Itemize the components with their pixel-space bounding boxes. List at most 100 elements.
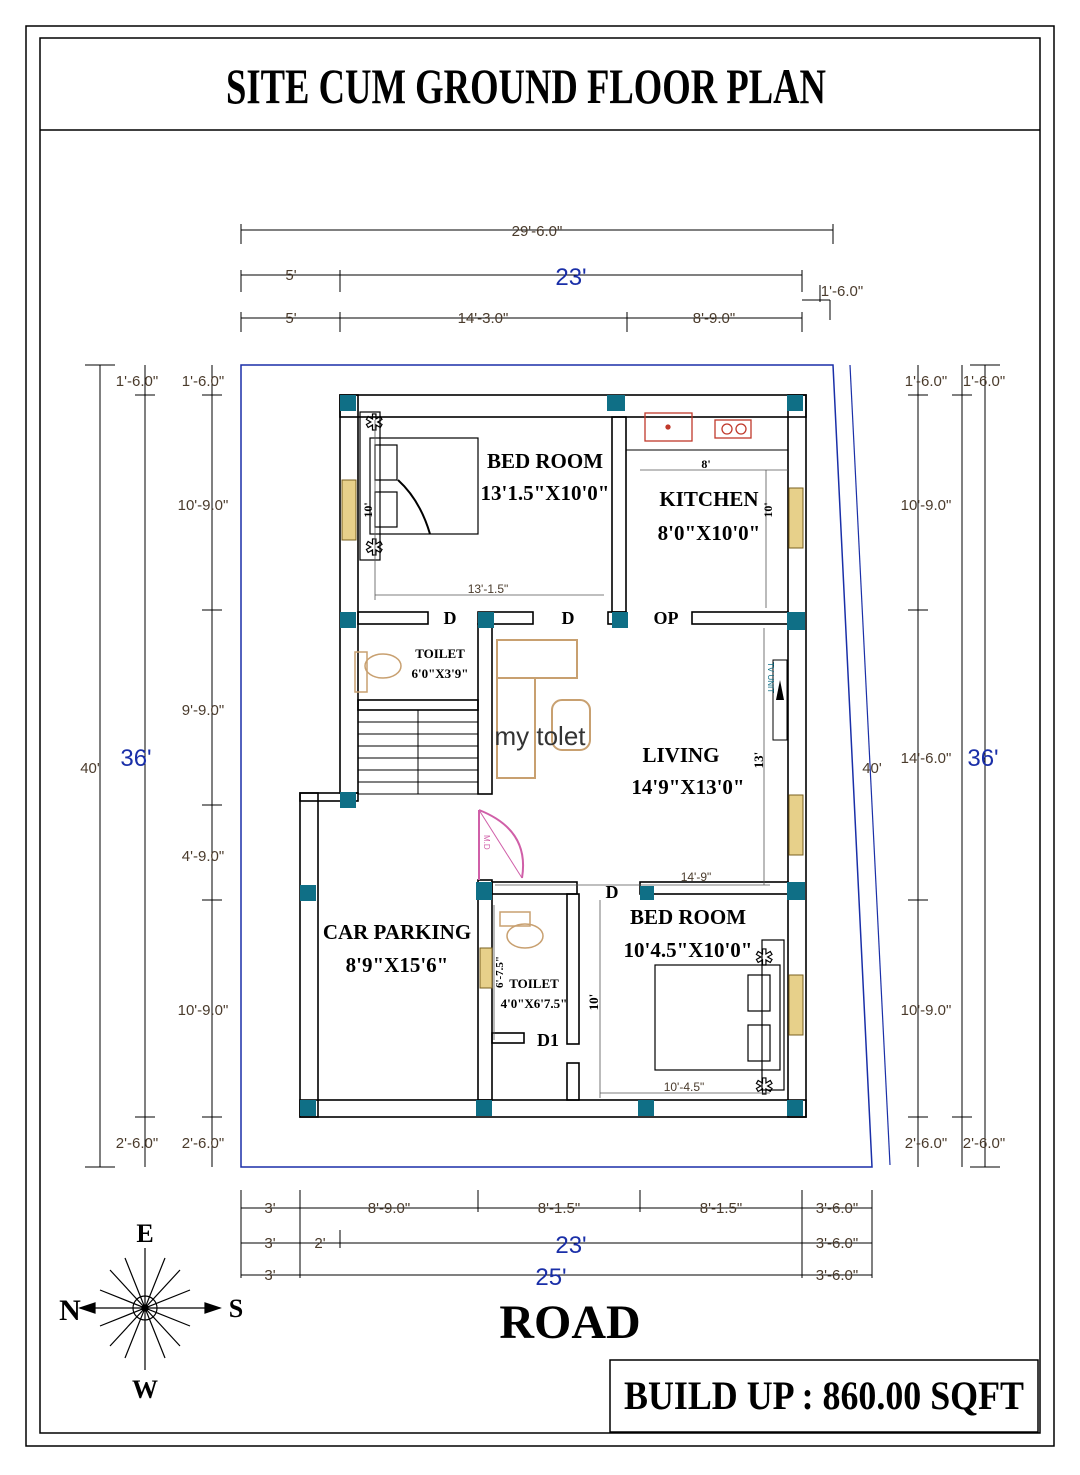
bed1-size: 13'1.5"X10'0" xyxy=(481,481,610,505)
dim-left-b-3: 4'-9.0" xyxy=(182,848,224,865)
column xyxy=(300,1100,316,1116)
page-title: SITE CUM GROUND FLOOR PLAN xyxy=(226,58,826,114)
parking-size: 8'9"X15'6" xyxy=(346,953,449,977)
dim-top-r3-b: 14'-3.0" xyxy=(458,310,509,327)
inner-dim: 10' xyxy=(586,994,601,1011)
kitchen-size: 8'0"X10'0" xyxy=(658,521,761,545)
dim-bot-r3-b: 25' xyxy=(535,1264,566,1291)
window xyxy=(788,794,804,856)
road-label: ROAD xyxy=(499,1296,640,1349)
dim-bot-r1-c: 8'-1.5" xyxy=(538,1200,580,1217)
toilet-1-fixture xyxy=(354,651,402,693)
svg-text:✱: ✱ xyxy=(755,1074,773,1099)
dim-left-b-1: 10'-9.0" xyxy=(178,497,229,514)
window xyxy=(341,479,357,541)
dim-left-a-1: 2'-6.0" xyxy=(116,1135,158,1152)
build-up-text: BUILD UP : 860.00 SQFT xyxy=(624,1373,1024,1418)
dim-right-b-0: 1'-6.0" xyxy=(963,373,1005,390)
compass-n: N xyxy=(59,1294,81,1327)
dim-top-r3-a: 5' xyxy=(285,310,296,327)
inner-frame xyxy=(39,37,1041,1434)
top-dimension-lines xyxy=(240,224,834,332)
living-name: LIVING xyxy=(642,743,719,767)
dim-bot-r2-d: 3'-6.0" xyxy=(816,1235,858,1252)
dim-left-outer: 40' xyxy=(80,760,100,777)
toilet1-size: 6'0"X3'9" xyxy=(411,666,468,681)
svg-text:✱: ✱ xyxy=(755,945,773,970)
watermark: my tolet xyxy=(494,721,586,751)
bottom-dimension-lines xyxy=(240,1190,873,1278)
door-label: D xyxy=(562,608,575,628)
column xyxy=(340,612,356,628)
dim-top-r2-c: 1'-6.0" xyxy=(821,283,863,300)
column xyxy=(640,886,654,900)
dim-top-r3-c: 8'-9.0" xyxy=(693,310,735,327)
inner-dim: 8' xyxy=(701,457,710,471)
kitchen-name: KITCHEN xyxy=(659,487,758,511)
compass-w: W xyxy=(132,1375,158,1404)
dim-right-mid: 36' xyxy=(967,745,998,772)
outer-frame xyxy=(25,25,1055,1447)
compass-s: S xyxy=(229,1294,243,1323)
dim-bot-r1-a: 3' xyxy=(264,1200,275,1217)
dim-left-b-4: 10'-9.0" xyxy=(178,1002,229,1019)
column xyxy=(612,612,628,628)
compass-e: E xyxy=(136,1219,153,1248)
sofa-set xyxy=(496,639,591,779)
dim-bot-r1-b: 8'-9.0" xyxy=(368,1200,410,1217)
window xyxy=(788,974,804,1036)
dim-right-a-3: 10'-9.0" xyxy=(901,1002,952,1019)
bed-1-furniture: ✱ ✱ xyxy=(359,409,479,561)
dim-left-a-0: 1'-6.0" xyxy=(116,373,158,390)
inner-dim: 10' xyxy=(761,502,775,517)
door-label: D1 xyxy=(537,1030,559,1050)
dim-overall-width: 29'-6.0" xyxy=(512,223,563,240)
column xyxy=(787,882,805,900)
column xyxy=(340,792,356,808)
bed2-size: 10'4.5"X10'0" xyxy=(624,938,753,962)
main-door xyxy=(478,809,525,880)
windows xyxy=(341,479,804,1036)
dim-right-a-4: 2'-6.0" xyxy=(905,1135,947,1152)
column xyxy=(787,612,805,630)
dim-bot-r2-b: 2' xyxy=(314,1235,325,1252)
left-dimension-lines xyxy=(85,364,222,1168)
bed-2-furniture: ✱ ✱ xyxy=(654,939,785,1100)
dim-right-a-2: 14'-6.0" xyxy=(901,750,952,767)
room-dim-lines xyxy=(374,420,788,1098)
plot-boundary-inner xyxy=(849,364,891,1166)
door-label: D xyxy=(444,608,457,628)
right-dimension-lines xyxy=(908,364,1000,1168)
toilet1-name: TOILET xyxy=(415,646,465,661)
door-label: D xyxy=(606,882,619,902)
dim-right-a-0: 1'-6.0" xyxy=(905,373,947,390)
toilet-2-fixture xyxy=(499,911,544,949)
svg-text:TV UNIT: TV UNIT xyxy=(766,662,775,693)
bed2-name: BED ROOM xyxy=(630,905,746,929)
inner-dim: 10'-4.5" xyxy=(664,1080,705,1094)
dim-left-b-0: 1'-6.0" xyxy=(182,373,224,390)
inner-dim: 13' xyxy=(751,752,766,769)
dim-bot-r1-d: 8'-1.5" xyxy=(700,1200,742,1217)
inner-dim: 13'-1.5" xyxy=(468,582,509,596)
column xyxy=(340,395,356,411)
main-door-label: M.D xyxy=(482,835,491,850)
toilet2-name: TOILET xyxy=(509,976,559,991)
dim-bot-r2-a: 3' xyxy=(264,1235,275,1252)
compass-rose xyxy=(78,1248,222,1370)
living-size: 14'9"X13'0" xyxy=(631,775,744,799)
plot-boundary xyxy=(240,364,873,1168)
dim-bot-r3-a: 3' xyxy=(264,1267,275,1284)
inner-dim: 10' xyxy=(361,502,375,517)
toilet2-size: 4'0"X6'7.5" xyxy=(501,996,568,1011)
build-up-box xyxy=(609,1359,1039,1433)
staircase xyxy=(357,709,479,795)
svg-text:✱: ✱ xyxy=(365,535,383,560)
dim-bot-r1-e: 3'-6.0" xyxy=(816,1200,858,1217)
dim-right-outer: 40' xyxy=(862,760,882,777)
dim-right-a-1: 10'-9.0" xyxy=(901,497,952,514)
dim-bot-r3-c: 3'-6.0" xyxy=(816,1267,858,1284)
column xyxy=(787,395,803,411)
svg-text:✱: ✱ xyxy=(365,410,383,435)
